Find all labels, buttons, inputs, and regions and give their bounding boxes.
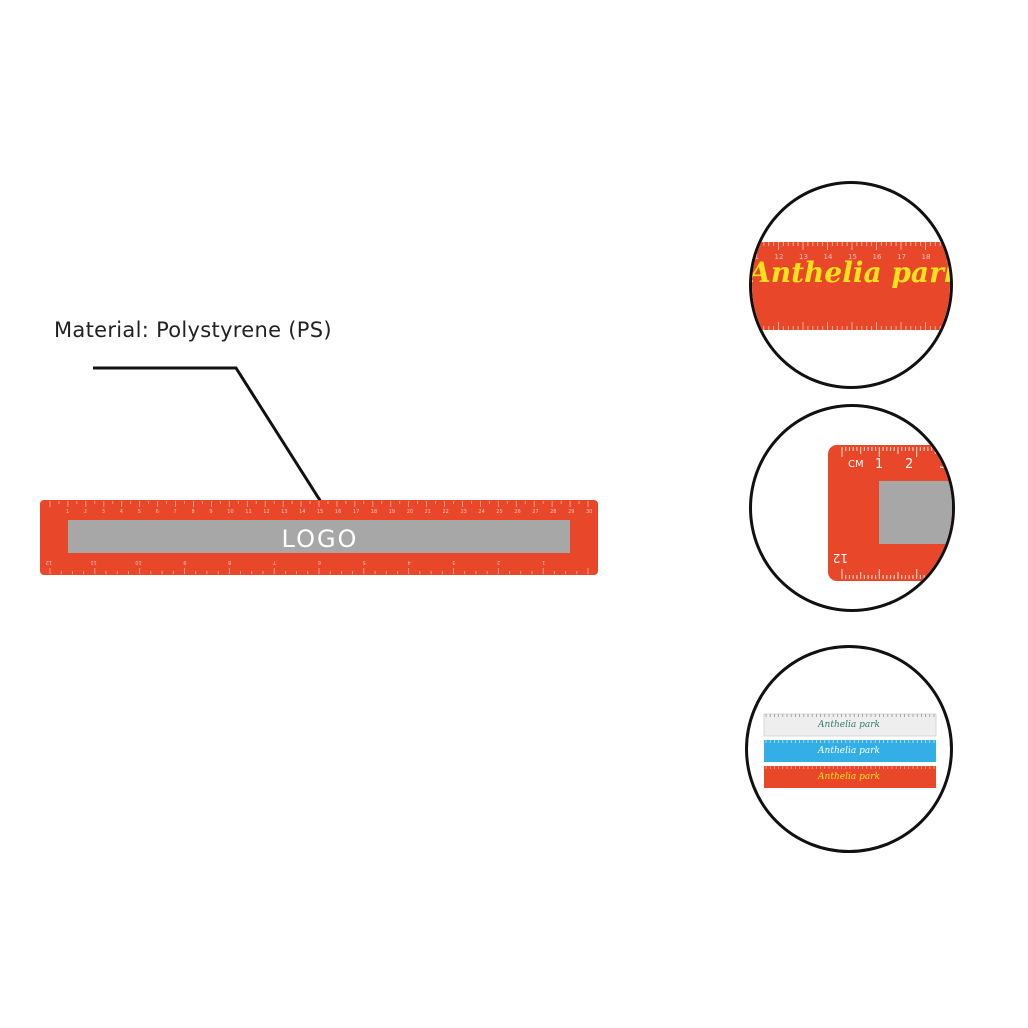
scale-number: 3 (452, 559, 455, 565)
scale-number: 24 (478, 509, 484, 515)
scale-number: 9 (209, 509, 212, 515)
scale-number: 18 (371, 509, 377, 515)
scale-number: 1 (542, 559, 545, 565)
scale-number: 15 (317, 509, 323, 515)
scale-number: 22 (443, 509, 449, 515)
scale-number: 11 (752, 253, 759, 261)
scale-number: 10 (135, 559, 141, 565)
brand-logo-red-ruler: Anthelia park (818, 772, 880, 782)
scale-number: 17 (897, 253, 906, 261)
scale-number: 3 (939, 457, 947, 472)
scale-number: 11 (90, 559, 96, 565)
scale-number: 11 (245, 509, 251, 515)
brand-logo: Anthelia park (749, 256, 953, 289)
logo-area-closeup (879, 481, 952, 544)
scale-number: 12 (775, 253, 784, 261)
scale-number: 4 (408, 559, 411, 565)
logo-placeholder: LOGO (281, 525, 359, 553)
scale-number: 2 (905, 457, 913, 472)
scale-number: 26 (514, 509, 520, 515)
scale-number: 13 (281, 509, 287, 515)
scale-number: 3 (102, 509, 105, 515)
ruler-closeup (752, 242, 950, 330)
scale-number: 5 (363, 559, 366, 565)
scale-number: 30 (586, 509, 592, 515)
scale-number: 19 (946, 253, 952, 261)
scale-number: 12 (46, 559, 52, 565)
scale-number: 19 (389, 509, 395, 515)
scale-number: 1 (875, 457, 883, 472)
scale-number: 16 (873, 253, 882, 261)
scale-number: 21 (425, 509, 431, 515)
scale-number: 8 (192, 509, 195, 515)
scale-number: 7 (174, 509, 177, 515)
scale-number: 4 (120, 509, 123, 515)
scale-number: 14 (299, 509, 305, 515)
ruler-bottom-ticks (49, 568, 589, 574)
scale-number: 9 (183, 559, 186, 565)
material-label: Material: Polystyrene (PS) (54, 318, 332, 342)
scale-number: 6 (156, 509, 159, 515)
cm-unit-label: CM (848, 459, 864, 470)
scale-number: 23 (461, 509, 467, 515)
scale-number: 8 (228, 559, 231, 565)
scale-detail-circle: CM 1 2 3 12 (749, 404, 955, 612)
scale-number: 17 (353, 509, 359, 515)
scale-number: 14 (824, 253, 833, 261)
scale-number: 15 (848, 253, 857, 261)
color-options-circle: Anthelia park Anthelia park Anthelia par… (745, 645, 953, 853)
blue-ruler (764, 740, 936, 762)
scale-number: 12 (263, 509, 269, 515)
scale-number: 7 (273, 559, 276, 565)
scale-number: 6 (318, 559, 321, 565)
scale-number: 20 (407, 509, 413, 515)
scale-number: 18 (922, 253, 931, 261)
scale-number: 1 (66, 509, 69, 515)
ruler-top-ticks (49, 501, 589, 507)
scale-number: 5 (138, 509, 141, 515)
scale-number: 16 (335, 509, 341, 515)
scale-number-inverted: 12 (833, 551, 848, 565)
scale-number: 28 (550, 509, 556, 515)
scale-number: 13 (799, 253, 808, 261)
scale-number: 2 (497, 559, 500, 565)
brand-detail-circle: 11 12 13 14 15 16 17 18 19 Anthelia park (749, 181, 953, 389)
brand-logo-blue-ruler: Anthelia park (818, 746, 880, 756)
brand-logo-white-ruler: Anthelia park (818, 720, 880, 730)
scale-number: 10 (227, 509, 233, 515)
scale-number: 27 (532, 509, 538, 515)
logo-area (68, 520, 570, 553)
scale-number: 2 (84, 509, 87, 515)
scale-number: 29 (568, 509, 574, 515)
red-ruler (764, 766, 936, 788)
scale-number: 25 (496, 509, 502, 515)
